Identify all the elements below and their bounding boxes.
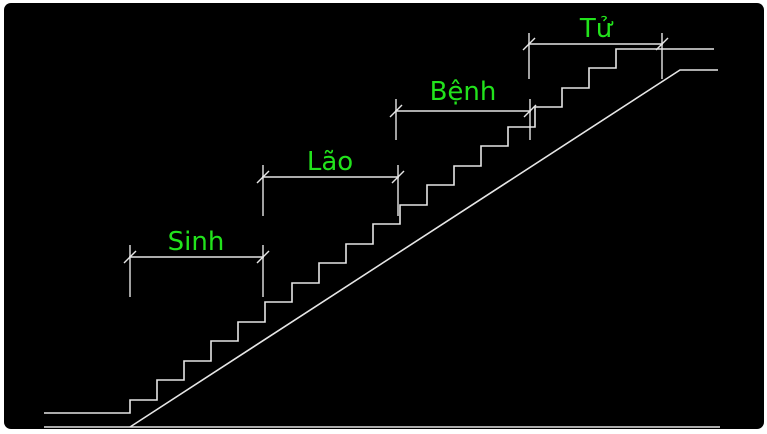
label-tu: Tử xyxy=(579,14,614,44)
label-sinh: Sinh xyxy=(168,227,225,257)
dimension-tu xyxy=(522,33,669,79)
staircase-drawing: Sinh Lão Bệnh Tử xyxy=(44,14,720,428)
dimension-benh xyxy=(389,99,537,140)
label-benh: Bệnh xyxy=(430,77,497,107)
label-lao: Lão xyxy=(307,147,353,177)
stair-steps xyxy=(44,48,714,414)
stair-slope-line xyxy=(129,69,718,428)
dimension-sinh xyxy=(123,245,270,297)
drawing-canvas: Sinh Lão Bệnh Tử xyxy=(4,3,764,429)
dimension-lao xyxy=(256,165,405,216)
